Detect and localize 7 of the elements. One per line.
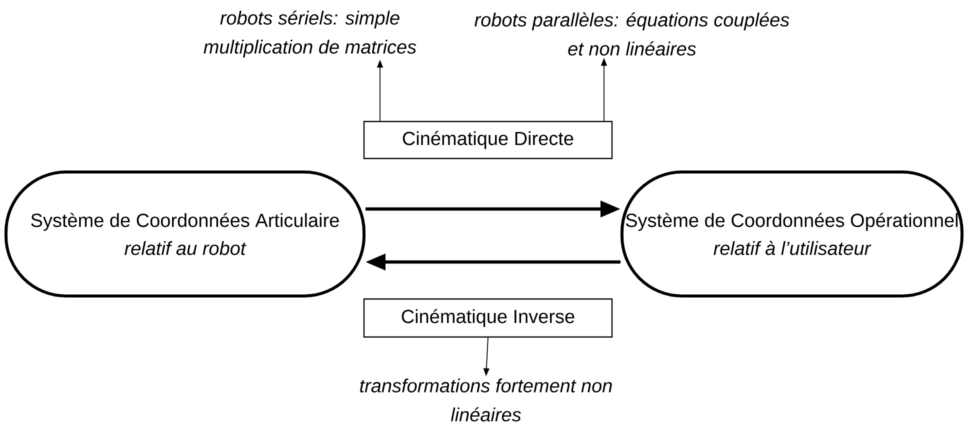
annotation-text: robots sériels: simple multiplication de matrices [204, 10, 416, 58]
process-box: Cinématique Directe [363, 120, 613, 160]
coordinate-system-stadium: Système de Coordonnées Opérationnel relatif à l’utilisateur [620, 170, 964, 298]
annotation-text: transformations fortement non linéaires [360, 378, 612, 422]
process-box: Cinématique Inverse [363, 298, 613, 338]
annotation-text: robots parallèles: équations couplées et non linéaires [474, 12, 790, 56]
coordinate-system-stadium: Système de Coordonnées Articulaire relatif au robot [4, 170, 366, 298]
